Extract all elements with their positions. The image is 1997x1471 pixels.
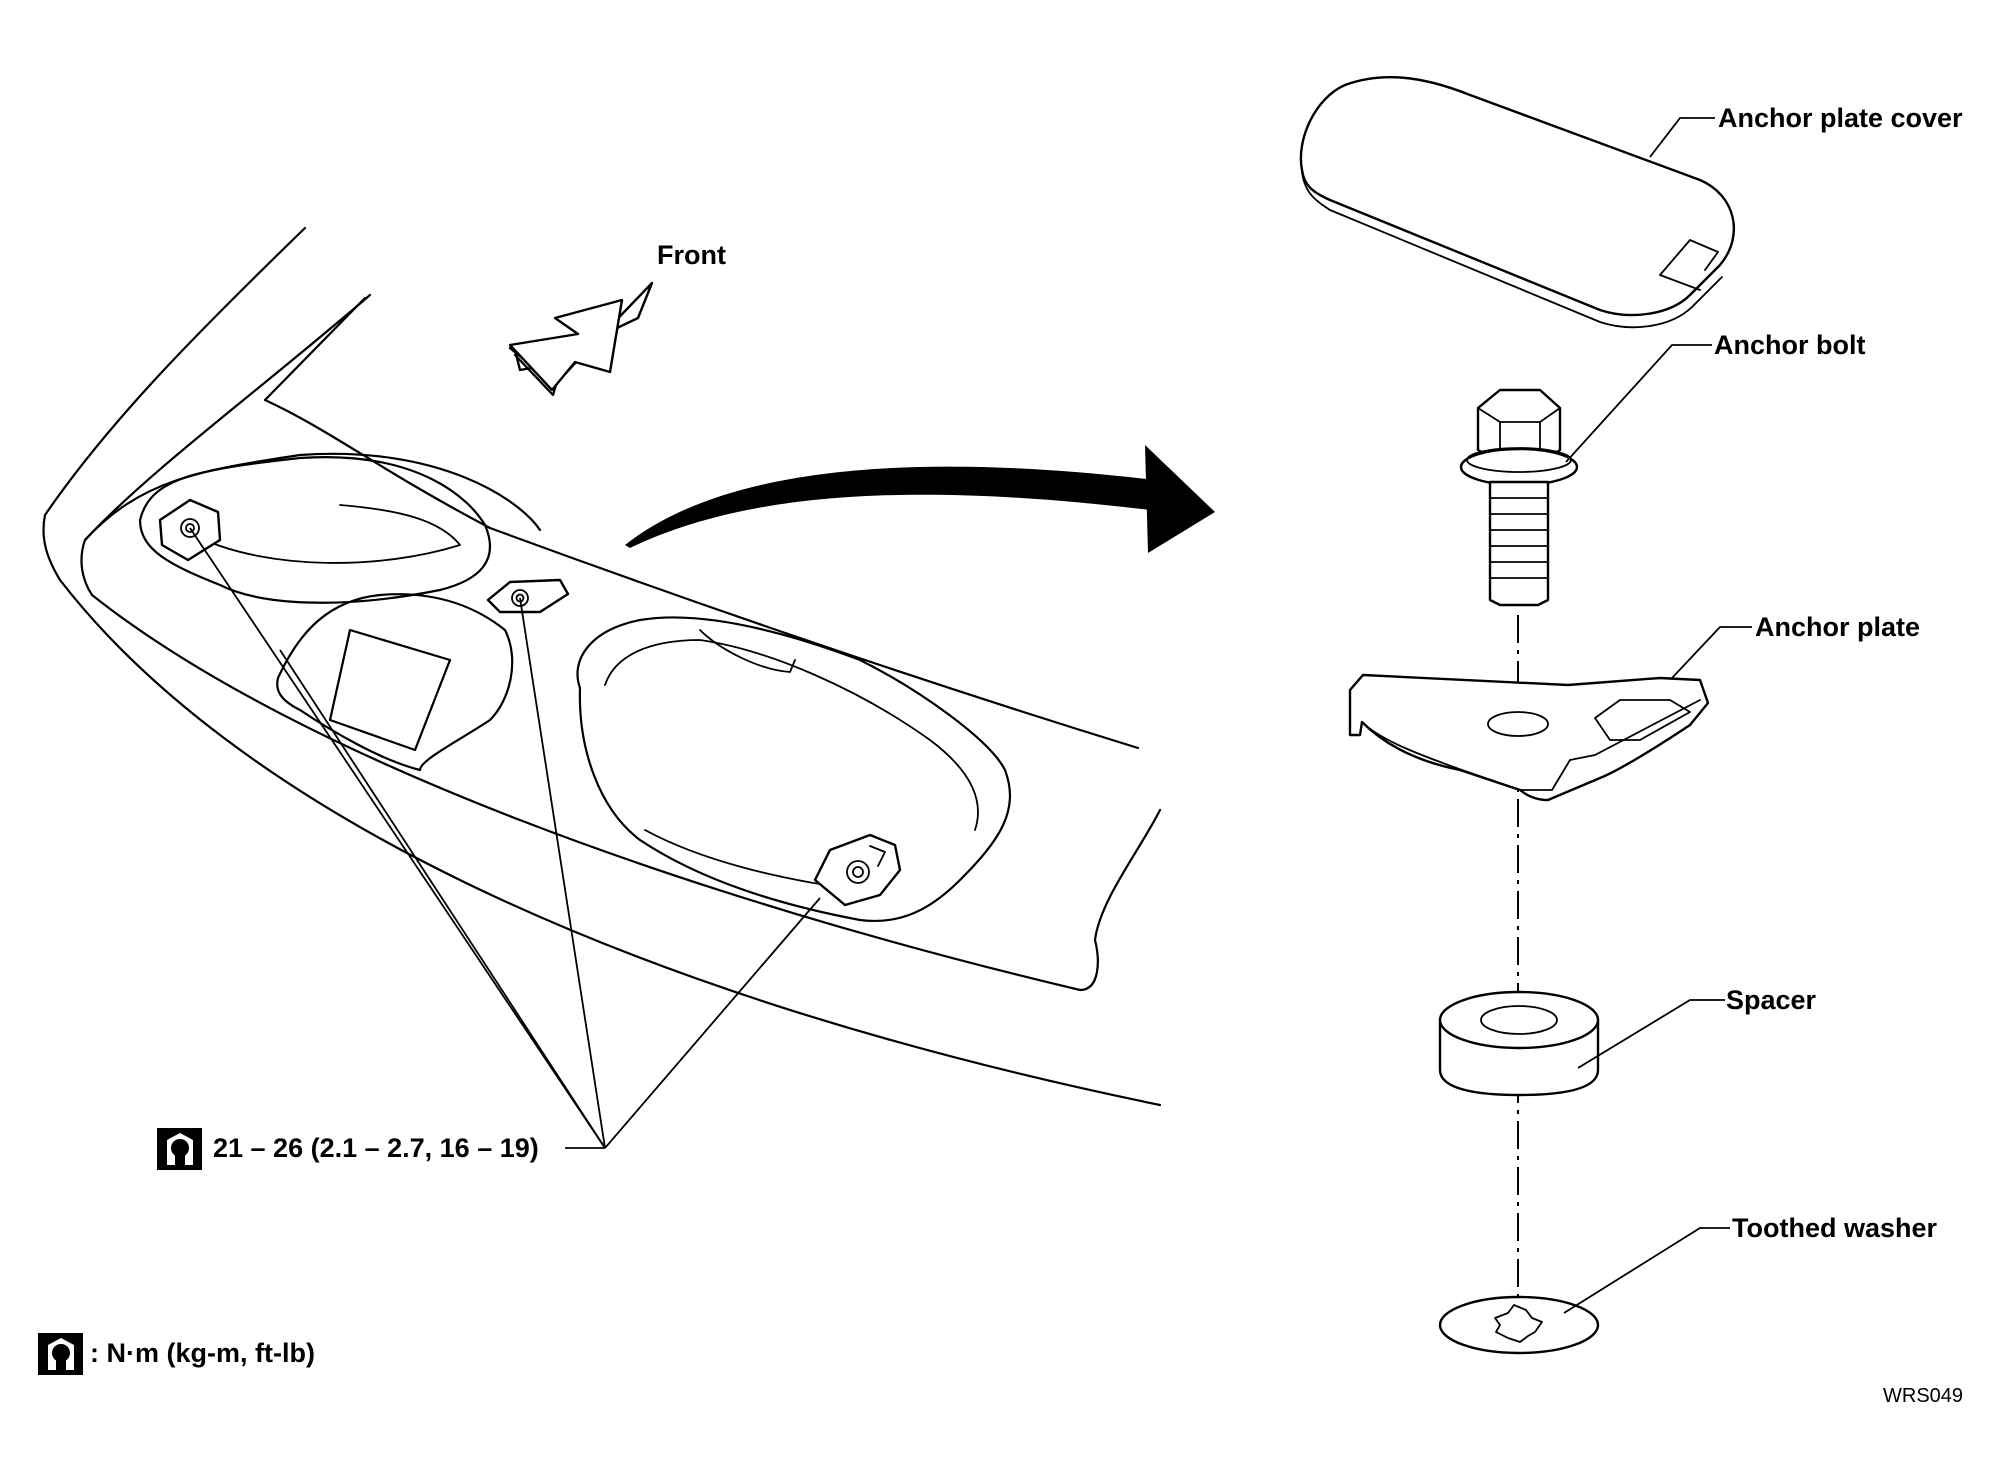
torque-units-label: : N·m (kg-m, ft-lb) [90, 1338, 315, 1368]
toothed-washer-label: Toothed washer [1732, 1213, 1938, 1243]
anchor-point-center [486, 578, 570, 614]
torque-spec-label: 21 – 26 (2.1 – 2.7, 16 – 19) [213, 1133, 539, 1163]
torque-wrench-legend-icon [38, 1333, 83, 1375]
anchor-plate-cover-label: Anchor plate cover [1718, 103, 1963, 133]
anchor-point-right [813, 833, 902, 907]
rear-parcel-shelf [42, 226, 1162, 1107]
torque-wrench-icon [157, 1128, 202, 1170]
anchor-bolt [1459, 388, 1579, 607]
spacer-label: Spacer [1726, 985, 1817, 1015]
front-arrow-icon [508, 281, 654, 397]
anchor-plate-cover [1299, 75, 1736, 329]
torque-leader-lines [189, 527, 821, 1149]
spacer [1438, 990, 1600, 1097]
anchor-point-left [158, 498, 222, 562]
curved-arrow-icon [625, 445, 1215, 553]
anchor-plate [1348, 673, 1710, 802]
anchor-plate-label: Anchor plate [1755, 612, 1920, 642]
front-label: Front [657, 240, 726, 270]
figure-code: WRS049 [1883, 1385, 1963, 1407]
toothed-washer [1438, 1295, 1600, 1355]
anchor-bolt-label: Anchor bolt [1714, 330, 1865, 360]
